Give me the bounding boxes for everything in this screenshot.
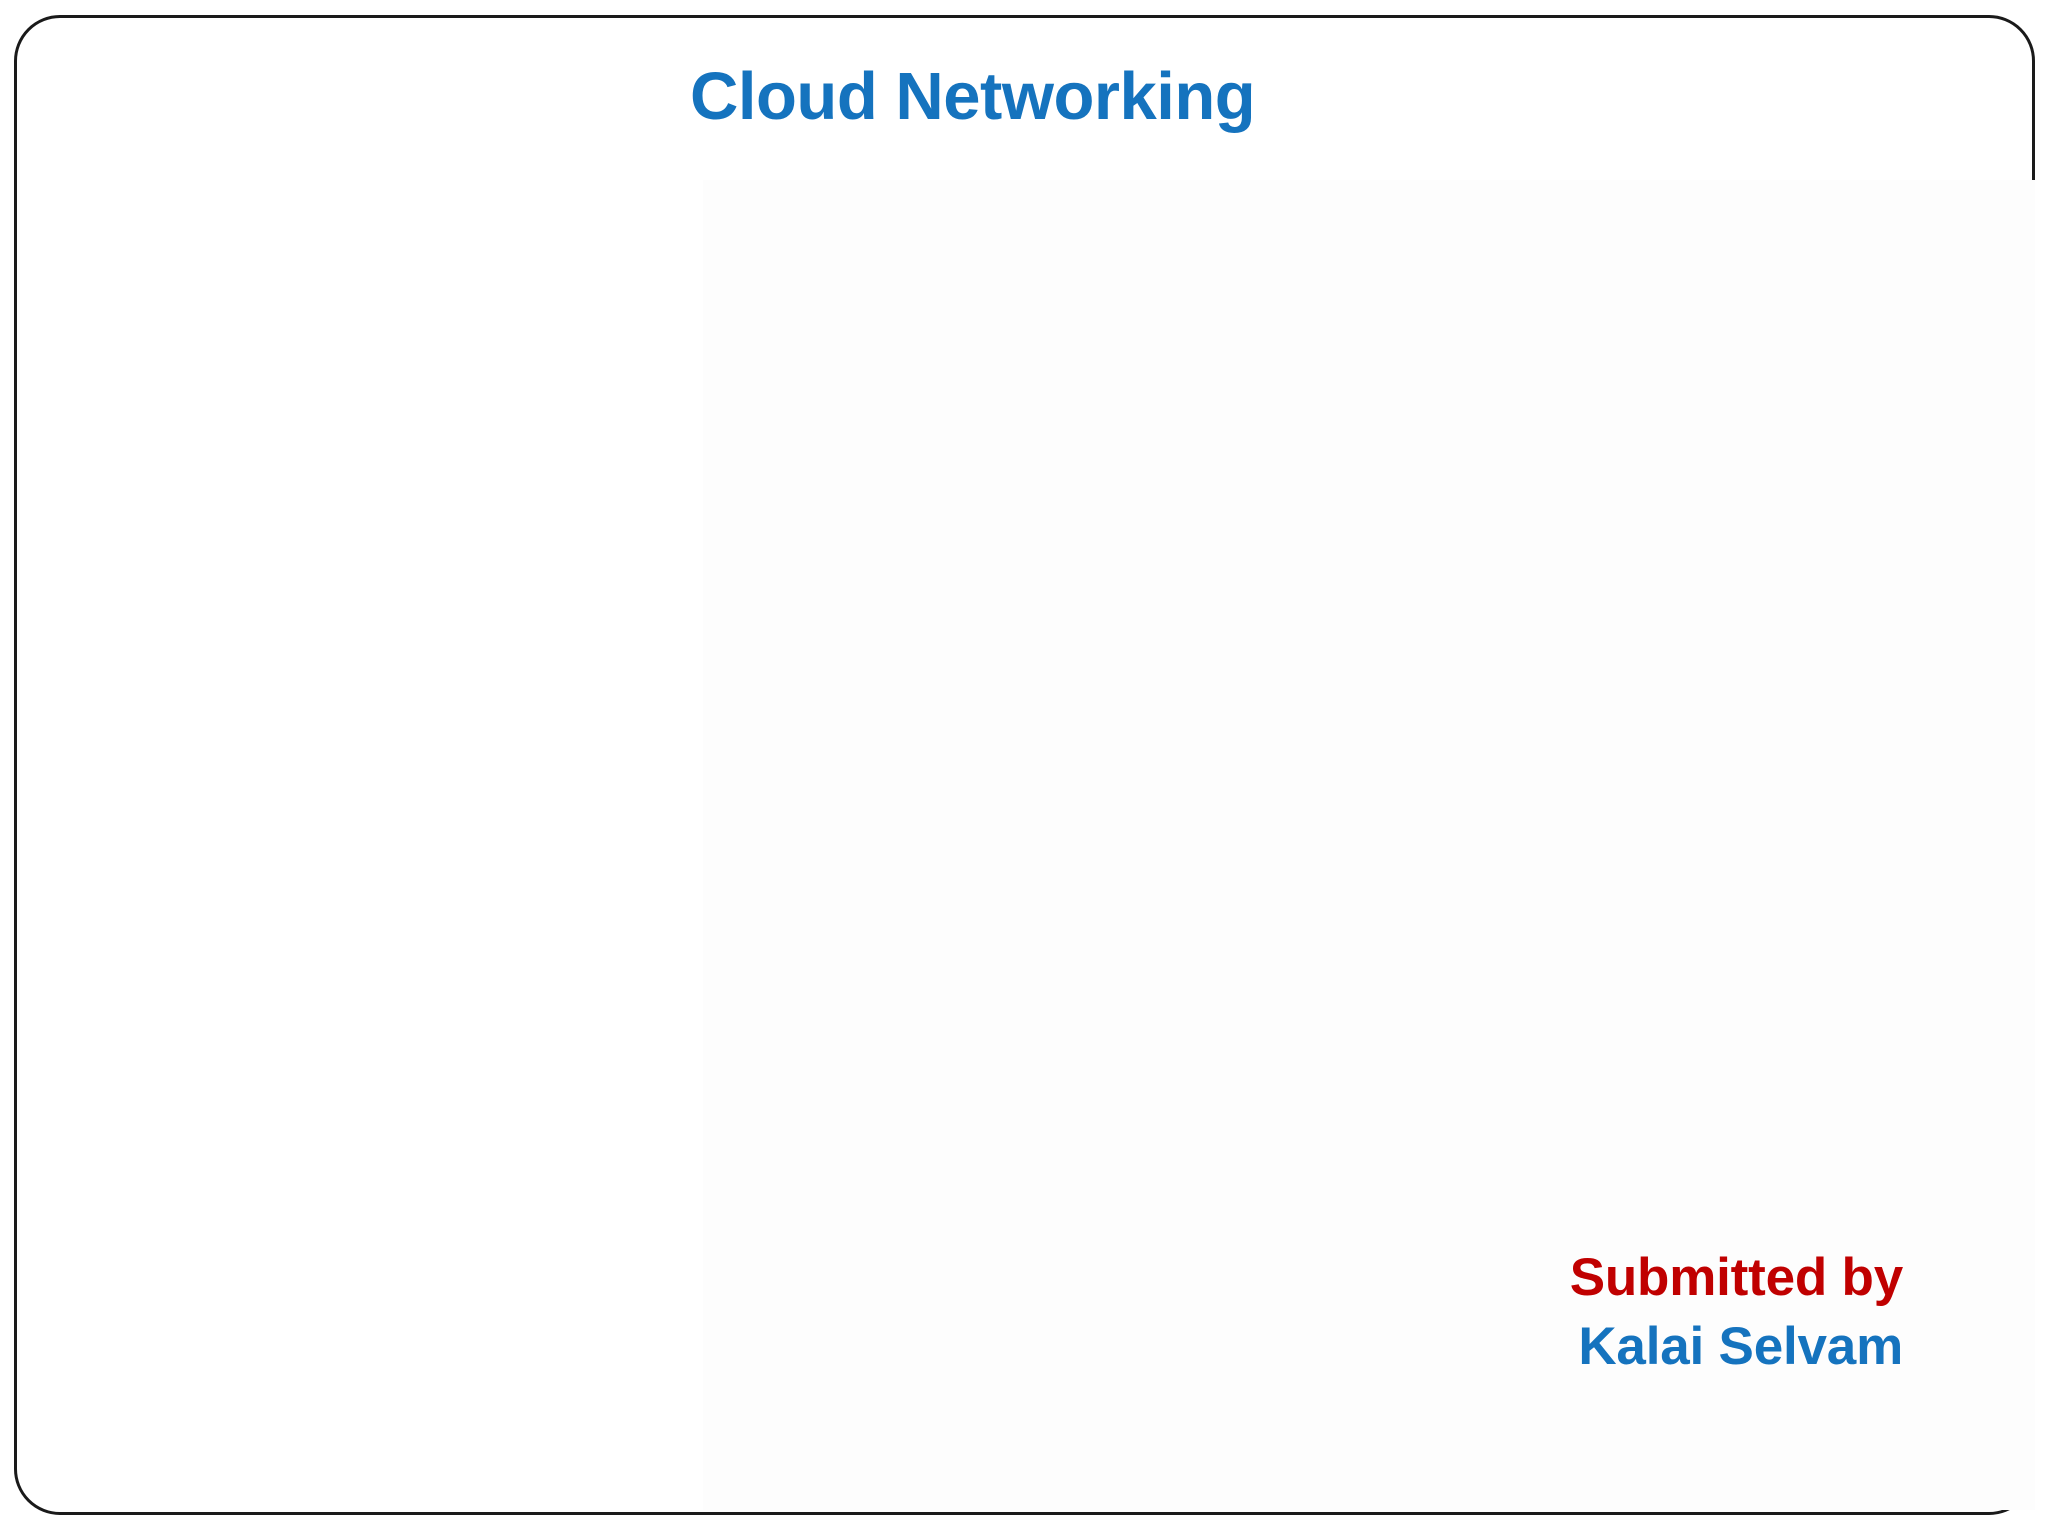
content-placeholder[interactable] (703, 180, 2035, 1510)
page-title: Cloud Networking (690, 59, 1256, 134)
author-name: Kalai Selvam (1578, 1316, 1903, 1376)
submitted-by-label: Submitted by (1569, 1248, 1903, 1307)
credit-block: Submitted by Kalai Selvam (1203, 1244, 1903, 1382)
